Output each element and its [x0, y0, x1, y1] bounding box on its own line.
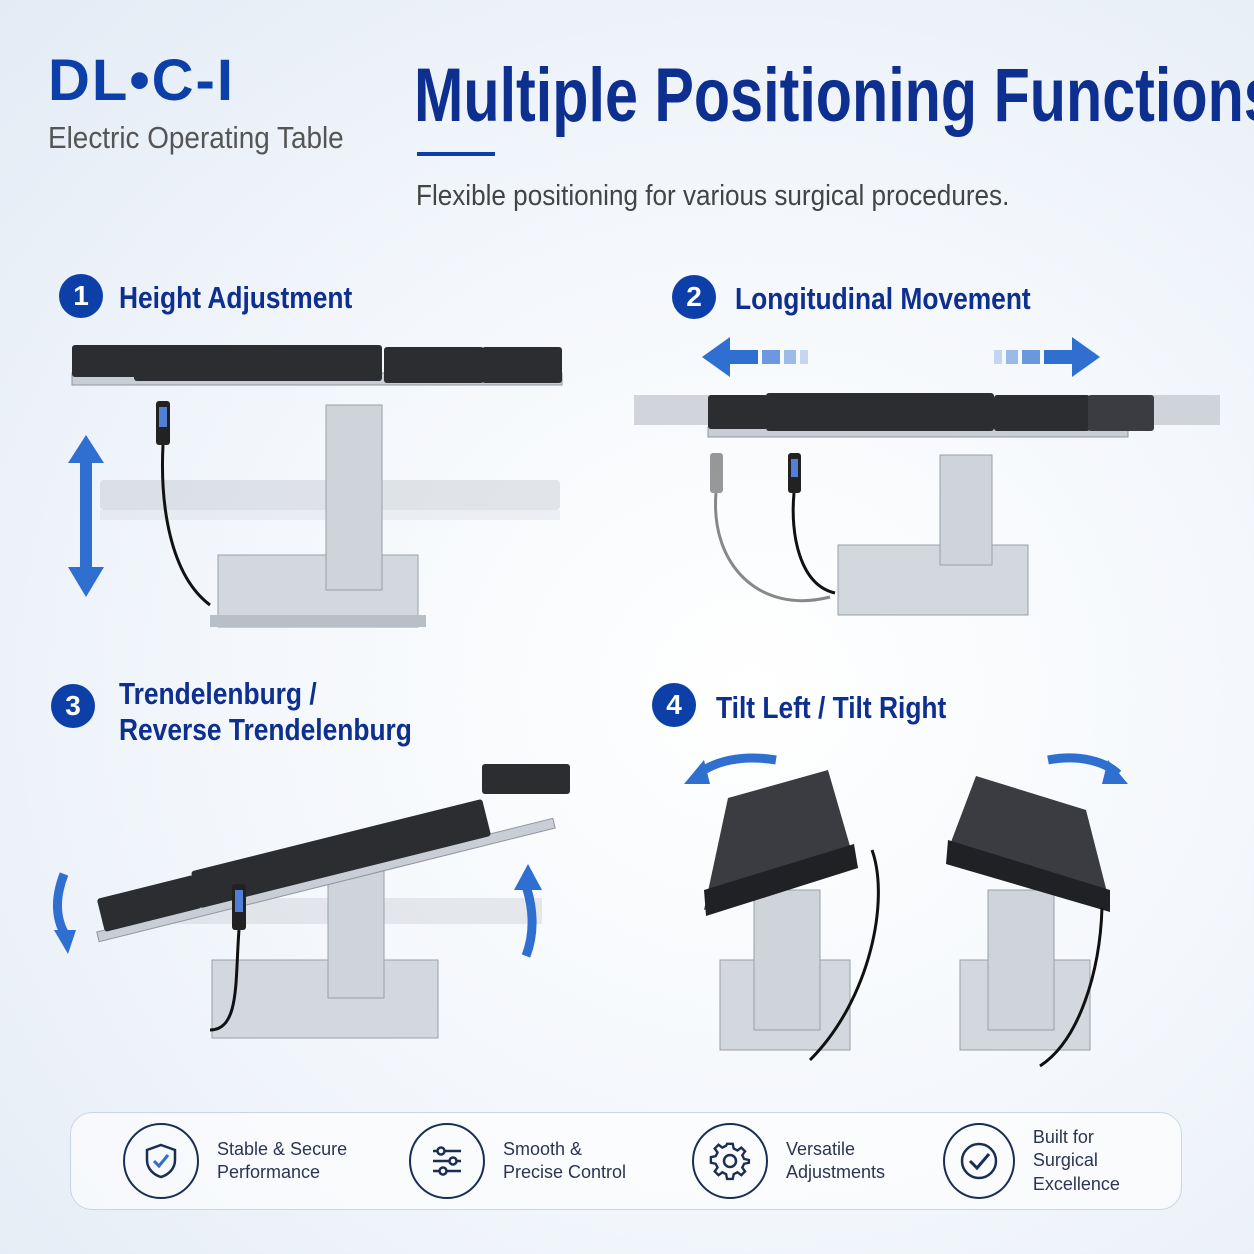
sliders-icon [409, 1123, 485, 1199]
feature-line2: Precise Control [503, 1162, 627, 1182]
feature-line2: Surgical Excellence [1032, 1150, 1120, 1194]
section-3-number: 3 [51, 684, 95, 728]
section-1-title: Height Adjustment [119, 280, 353, 315]
brand-logo: DL•C-I [48, 48, 235, 113]
feature-line1: Built for [1032, 1126, 1094, 1147]
section-3-title-line2: Reverse Trendelenburg [119, 712, 412, 747]
feature-line2: Adjustments [786, 1162, 886, 1182]
trendelenburg-illustration [52, 764, 570, 1039]
height-adjustment-illustration [68, 345, 563, 628]
section-4-number: 4 [652, 683, 696, 727]
gear-icon [692, 1123, 768, 1199]
feature-smooth-control: Smooth & Precise Control [409, 1123, 626, 1199]
feature-line1: Smooth & [503, 1138, 583, 1159]
page-title: Multiple Positioning Functions [414, 53, 1254, 138]
title-underline [417, 152, 495, 156]
feature-line1: Versatile [786, 1138, 856, 1159]
shield-check-icon [123, 1123, 199, 1199]
feature-line1: Stable & Secure [217, 1138, 348, 1159]
tilt-illustration [684, 753, 1128, 1068]
section-2-number: 2 [672, 275, 716, 319]
section-3-title-line1: Trendelenburg / [119, 676, 317, 711]
product-name: Electric Operating Table [48, 120, 344, 155]
section-4-title: Tilt Left / Tilt Right [716, 690, 947, 725]
check-circle-icon [943, 1123, 1015, 1199]
section-2-title: Longitudinal Movement [735, 281, 1031, 316]
feature-line2: Performance [217, 1162, 321, 1182]
page-subtitle: Flexible positioning for various surgica… [416, 180, 1010, 212]
section-1-number: 1 [59, 274, 103, 318]
longitudinal-movement-illustration [634, 337, 1220, 616]
